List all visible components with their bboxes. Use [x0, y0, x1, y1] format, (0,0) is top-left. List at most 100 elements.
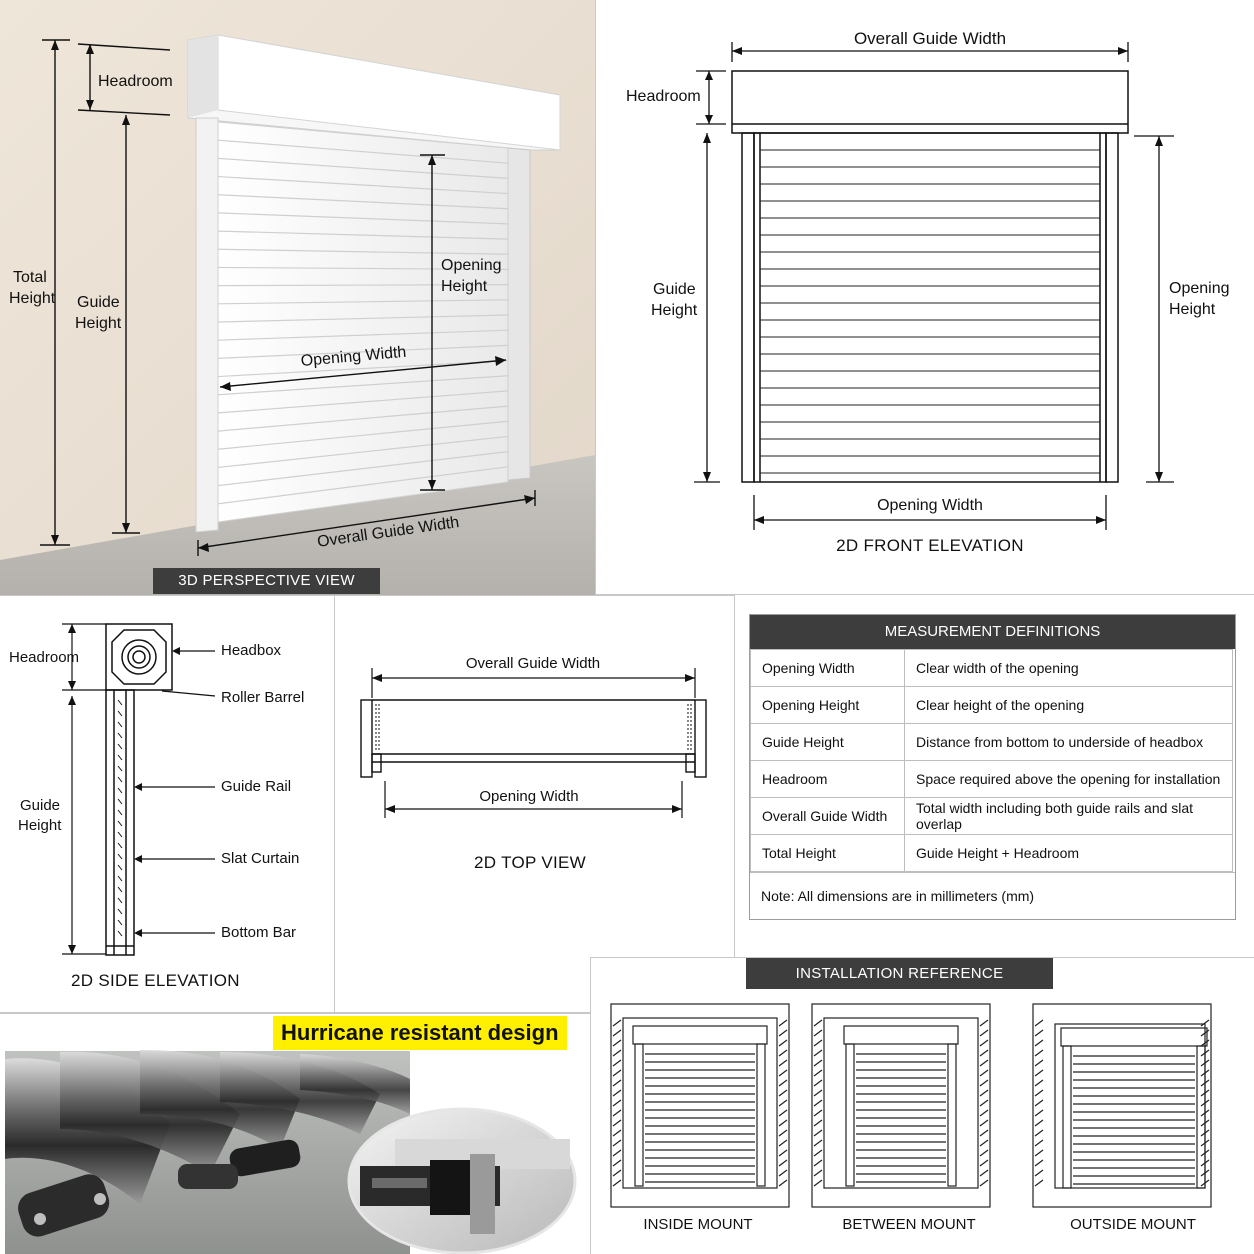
wall-hatch [1200, 1079, 1210, 1087]
wall-hatch [979, 1049, 989, 1057]
front-guide-height-label-1: Guide [653, 281, 696, 298]
perspective-slat-line [217, 359, 509, 378]
side-slat-mark [117, 743, 123, 750]
front-overall-guide-width-label: Overall Guide Width [853, 29, 1007, 48]
side-slat-mark [117, 908, 123, 915]
perspective-headroom-label: Headroom [98, 73, 173, 90]
wall-hatch [778, 1129, 788, 1137]
installation-title: INSTALLATION REFERENCE [746, 958, 1053, 989]
wall-hatch [1034, 1119, 1044, 1127]
definition-text: Distance from bottom to underside of hea… [904, 723, 1233, 761]
wall-hatch [778, 1069, 788, 1077]
wall-hatch [979, 1159, 989, 1167]
hurricane-banner: Hurricane resistant design [273, 1016, 567, 1050]
wall-hatch [979, 1029, 989, 1037]
wall-hatch [612, 1119, 622, 1127]
wall-hatch [1034, 1169, 1044, 1177]
side-slat-mark [117, 864, 123, 871]
wall-hatch [1034, 1049, 1044, 1057]
wall-hatch [1200, 1159, 1210, 1167]
side-slat-mark [117, 710, 123, 717]
perspective-slat-line [217, 157, 509, 179]
wall-hatch [778, 1179, 788, 1187]
side-slat-mark [117, 875, 123, 882]
front-opening-width-label: Opening Width [877, 497, 983, 514]
wall-hatch [612, 1059, 622, 1067]
wall-hatch [979, 1089, 989, 1097]
wall-hatch [979, 1139, 989, 1147]
wall-hatch [1034, 1079, 1044, 1087]
front-caption: 2D FRONT ELEVATION [836, 536, 1024, 555]
front-guide-height-label-2: Height [651, 302, 698, 319]
wall-hatch [979, 1099, 989, 1107]
wall-hatch [778, 1019, 788, 1027]
slat-photo [5, 1049, 577, 1254]
wall-hatch [612, 1129, 622, 1137]
wall-hatch [813, 1059, 823, 1067]
wall-hatch [1200, 1149, 1210, 1157]
wall-hatch [813, 1129, 823, 1137]
wall-hatch [612, 1069, 622, 1077]
side-guide-height-label-2: Height [18, 817, 62, 834]
wall-hatch [778, 1029, 788, 1037]
definition-text: Space required above the opening for ins… [904, 760, 1233, 798]
wall-hatch [813, 1029, 823, 1037]
side-elevation-drawing [62, 623, 216, 956]
top-view-panel: Overall Guide Width Opening Width 2D TOP… [335, 595, 735, 1013]
definitions-title: MEASUREMENT DEFINITIONS [750, 615, 1235, 649]
perspective-total-height-label-2: Height [9, 290, 56, 307]
wall-hatch [612, 1149, 622, 1157]
wall-hatch [813, 1099, 823, 1107]
definition-term: Guide Height [750, 723, 905, 761]
wall-hatch [813, 1119, 823, 1127]
top-caption: 2D TOP VIEW [474, 853, 586, 872]
side-guide-rail-label: Guide Rail [221, 778, 292, 795]
slat-profiles [5, 1049, 410, 1237]
side-slat-mark [117, 776, 123, 783]
front-elevation-drawing [694, 42, 1174, 530]
mount-diagram [1032, 1003, 1212, 1208]
perspective-guide-height-label-1: Guide [77, 294, 120, 311]
side-slat-mark [117, 699, 123, 706]
side-roller-barrel-label: Roller Barrel [221, 689, 305, 706]
perspective-opening-height-label-2: Height [441, 278, 488, 295]
wall-hatch [813, 1089, 823, 1097]
definition-text: Clear height of the opening [904, 686, 1233, 724]
wall-hatch [1200, 1069, 1210, 1077]
perspective-slat-line [217, 299, 509, 305]
side-slat-mark [117, 820, 123, 827]
wall-hatch [612, 1019, 622, 1027]
wall-hatch [1200, 1109, 1210, 1117]
definitions-note: Note: All dimensions are in millimeters … [750, 872, 1235, 919]
perspective-slat-line [217, 405, 509, 432]
left-guide-3d [195, 117, 219, 533]
wall-hatch [813, 1169, 823, 1177]
wall-hatch [1200, 1029, 1210, 1037]
wall-hatch [1034, 1099, 1044, 1107]
wall-hatch [1200, 1179, 1210, 1187]
definition-text: Clear width of the opening [904, 649, 1233, 687]
perspective-slat-line [217, 329, 509, 341]
definition-term: Opening Height [750, 686, 905, 724]
side-slat-mark [117, 765, 123, 772]
right-guide-3d [507, 147, 531, 481]
wall-hatch [1034, 1129, 1044, 1137]
side-slat-mark [117, 930, 123, 937]
perspective-total-height-label-1: Total [13, 269, 47, 286]
front-opening-height-label-1: Opening [1169, 280, 1230, 297]
wall-hatch [813, 1139, 823, 1147]
outside-mount-label: OUTSIDE MOUNT [1070, 1216, 1196, 1233]
wall-hatch [813, 1049, 823, 1057]
wall-hatch [1034, 1139, 1044, 1147]
wall-hatch [612, 1039, 622, 1047]
side-slat-mark [117, 831, 123, 838]
side-slat-mark [117, 897, 123, 904]
side-slat-mark [117, 732, 123, 739]
wall-hatch [778, 1089, 788, 1097]
perspective-slat-line [217, 451, 509, 487]
side-slat-mark [117, 721, 123, 728]
front-opening-height-label-2: Height [1169, 301, 1216, 318]
